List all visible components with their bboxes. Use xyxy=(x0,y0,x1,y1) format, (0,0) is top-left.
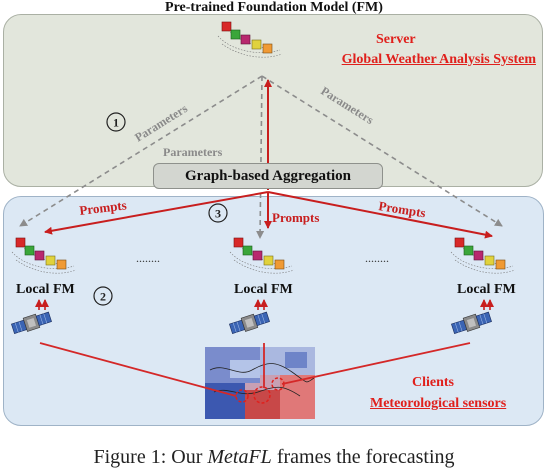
step-marker-2 xyxy=(93,286,113,306)
parameters-label-center: Parameters xyxy=(163,145,223,159)
local-fm-label-left: Local FM xyxy=(16,282,75,297)
client-foundation-model-icon-left xyxy=(11,237,77,274)
local-fm-label-center: Local FM xyxy=(234,282,293,297)
parameters-arrow-left xyxy=(19,75,263,227)
step-marker-3 xyxy=(208,203,228,223)
ellipsis-right: ........ xyxy=(365,251,389,265)
sensor-link-left xyxy=(39,342,237,397)
prompts-label-center: Prompts xyxy=(272,210,319,225)
diagram-canvas: Parameters Parameters Parameters 1 2 3 P… xyxy=(10,21,516,419)
caption-prefix: Figure 1: Our xyxy=(93,446,208,468)
weather-map-image xyxy=(205,347,315,419)
step-marker-2-label: 2 xyxy=(100,290,106,304)
server-foundation-model-icon xyxy=(217,21,283,58)
parameters-arrow-center xyxy=(256,75,265,239)
sensor-link-right xyxy=(281,342,471,385)
clients-subtitle: Meteorological sensors xyxy=(370,396,507,411)
sensor-upload-arrows-right xyxy=(480,299,494,310)
prompts-label-left: Prompts xyxy=(79,197,128,218)
step-marker-1 xyxy=(106,112,126,132)
satellite-icon-left xyxy=(10,309,53,337)
step-marker-1-label: 1 xyxy=(113,116,119,130)
prompts-arrow-left xyxy=(44,191,269,235)
parameters-arrow-right xyxy=(261,75,503,227)
step-marker-3-label: 3 xyxy=(215,207,221,221)
caption-suffix: frames the forecasting xyxy=(271,446,455,468)
server-label: Server xyxy=(376,32,416,47)
client-foundation-model-icon-right xyxy=(450,237,516,274)
local-fm-label-right: Local FM xyxy=(457,282,516,297)
graph-aggregation-box: Graph-based Aggregation xyxy=(153,163,383,189)
ellipsis-left: ........ xyxy=(136,251,160,265)
parameters-label-right: Parameters xyxy=(318,84,376,127)
sensor-upload-arrows-center xyxy=(254,299,268,310)
clients-label: Clients xyxy=(412,375,454,390)
diagram-title: Pre-trained Foundation Model (FM) xyxy=(165,0,383,15)
server-subtitle: Global Weather Analysis System xyxy=(341,52,536,67)
prompts-label-right: Prompts xyxy=(378,198,427,220)
satellite-icon-right xyxy=(450,309,493,337)
satellite-icon-center xyxy=(228,309,271,337)
prompts-arrow-right xyxy=(267,191,493,239)
client-foundation-model-icon-center xyxy=(229,237,295,274)
server-panel xyxy=(3,14,543,187)
sensor-upload-arrows-left xyxy=(35,299,49,310)
caption-method: MetaFL xyxy=(207,446,272,468)
